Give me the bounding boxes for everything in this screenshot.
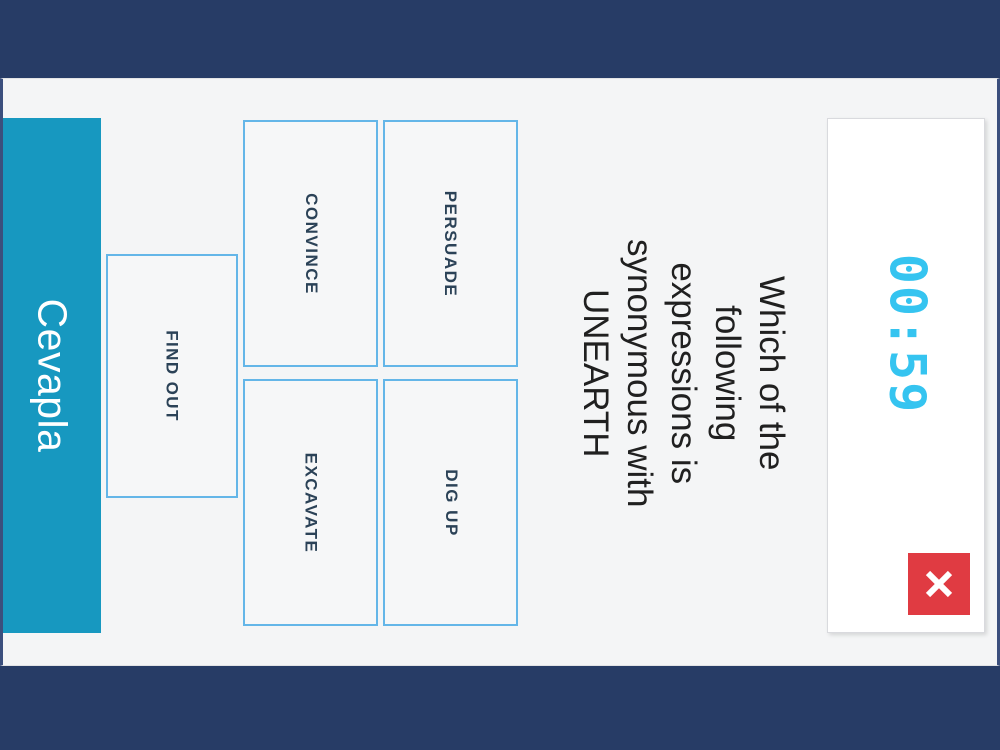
option-label: PERSUADE xyxy=(441,190,461,297)
question-area: Which of the following expressions is sy… xyxy=(543,79,823,667)
option-persuade[interactable]: PERSUADE xyxy=(383,120,518,367)
question-text: Which of the following expressions is sy… xyxy=(575,238,792,508)
option-dig-up[interactable]: DIG UP xyxy=(383,379,518,626)
timer-display: 00:59 xyxy=(828,119,986,549)
answer-options-grid: CONVINCE PERSUADE EXCAVATE DIG UP xyxy=(243,120,518,626)
find-out-box[interactable]: FIND OUT xyxy=(106,254,238,498)
option-excavate[interactable]: EXCAVATE xyxy=(243,379,378,626)
find-out-label: FIND OUT xyxy=(163,330,182,422)
option-label: DIG UP xyxy=(441,468,461,537)
option-convince[interactable]: CONVINCE xyxy=(243,120,378,367)
close-button[interactable] xyxy=(908,553,970,615)
timer-card: 00:59 xyxy=(827,118,985,633)
close-icon xyxy=(925,570,953,598)
answer-bar[interactable]: Cevapla xyxy=(3,118,101,633)
option-label: EXCAVATE xyxy=(301,452,321,553)
answer-bar-label: Cevapla xyxy=(29,298,76,453)
quiz-panel: Cevapla FIND OUT CONVINCE PERSUADE EXCAV… xyxy=(0,78,1000,666)
option-label: CONVINCE xyxy=(301,192,321,295)
timer-value: 00:59 xyxy=(878,253,937,415)
